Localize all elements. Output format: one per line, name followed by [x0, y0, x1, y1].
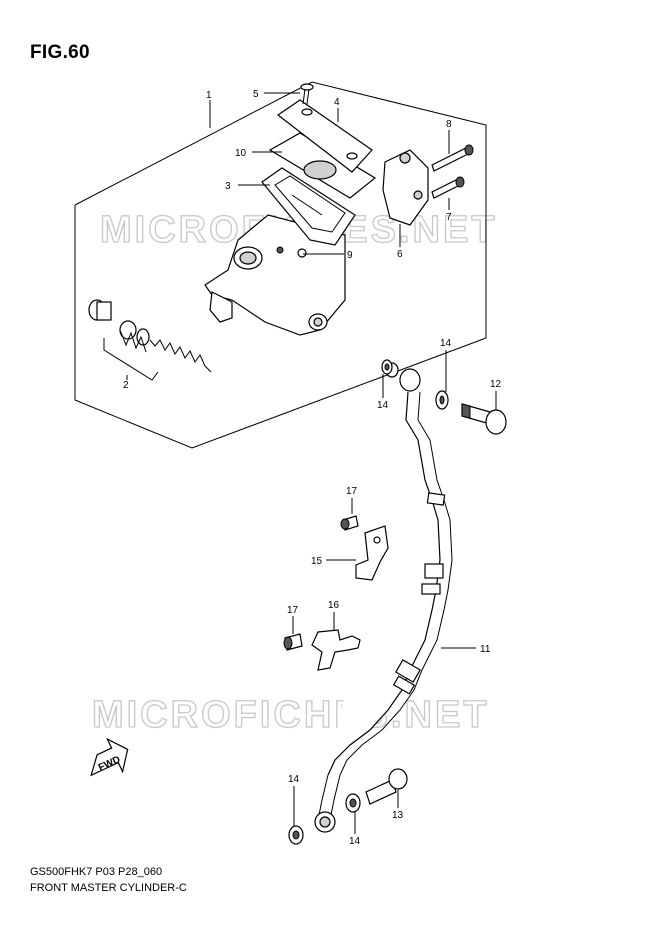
callout-2: 2 [123, 380, 129, 391]
clamp-bolt-lower [431, 176, 465, 199]
callout-17-upper: 17 [346, 486, 358, 497]
hose-clamp-upper [355, 525, 389, 581]
hose-clamp-lower [311, 629, 361, 671]
callout-12: 12 [490, 379, 502, 390]
watermark-bottom: MICROFICHES.NET [92, 694, 490, 736]
cover-screw [300, 83, 314, 105]
master-cylinder-body [204, 214, 346, 336]
clamp-bolt-upper [431, 144, 474, 172]
callout-14-top-left: 14 [377, 400, 389, 411]
sealing-washer-bottom-right [345, 793, 361, 813]
callout-10: 10 [235, 148, 247, 159]
piston-bracket [103, 338, 159, 381]
leader-lines [126, 92, 497, 834]
sealing-washer-top-right [435, 390, 449, 410]
forward-arrow-icon: FWD [90, 737, 129, 777]
diagram-code: GS500FHK7 P03 P28_060 [30, 866, 163, 878]
callout-15: 15 [311, 556, 323, 567]
callout-14-bottom-right: 14 [349, 836, 361, 847]
callout-17-lower: 17 [287, 605, 299, 616]
callout-11: 11 [480, 644, 491, 655]
callout-14-bottom-left: 14 [288, 774, 300, 785]
callout-13: 13 [392, 810, 404, 821]
callout-3: 3 [225, 181, 231, 192]
diagram-name: FRONT MASTER CYLINDER-C [30, 882, 187, 894]
brake-hose [314, 362, 453, 833]
callout-6: 6 [397, 249, 403, 260]
union-bolt-lower [365, 768, 408, 805]
clamp-bolt-lower-17 [283, 633, 303, 651]
callouts: 1 2 3 4 5 6 7 8 9 10 11 12 13 14 14 14 1… [123, 89, 502, 847]
clamp-bolt-upper-17 [340, 515, 359, 531]
sealing-washer-top-left [381, 359, 393, 375]
figure-title: FIG.60 [30, 42, 90, 63]
callout-1: 1 [206, 90, 212, 101]
callout-8: 8 [446, 119, 452, 130]
handlebar-clamp [382, 149, 429, 226]
piston-set [88, 299, 212, 373]
callout-14-top-right: 14 [440, 338, 452, 349]
body-screw [297, 248, 307, 258]
callout-5: 5 [253, 89, 259, 100]
sealing-washer-bottom-left [288, 825, 304, 845]
diaphragm [268, 132, 377, 199]
union-bolt-upper [461, 403, 507, 435]
callout-9: 9 [347, 250, 353, 261]
assembly-outline [74, 81, 487, 449]
callout-16: 16 [328, 600, 340, 611]
callout-4: 4 [334, 97, 340, 108]
callout-7: 7 [446, 212, 452, 223]
reservoir-plate [261, 167, 356, 246]
reservoir-cover [276, 99, 373, 173]
